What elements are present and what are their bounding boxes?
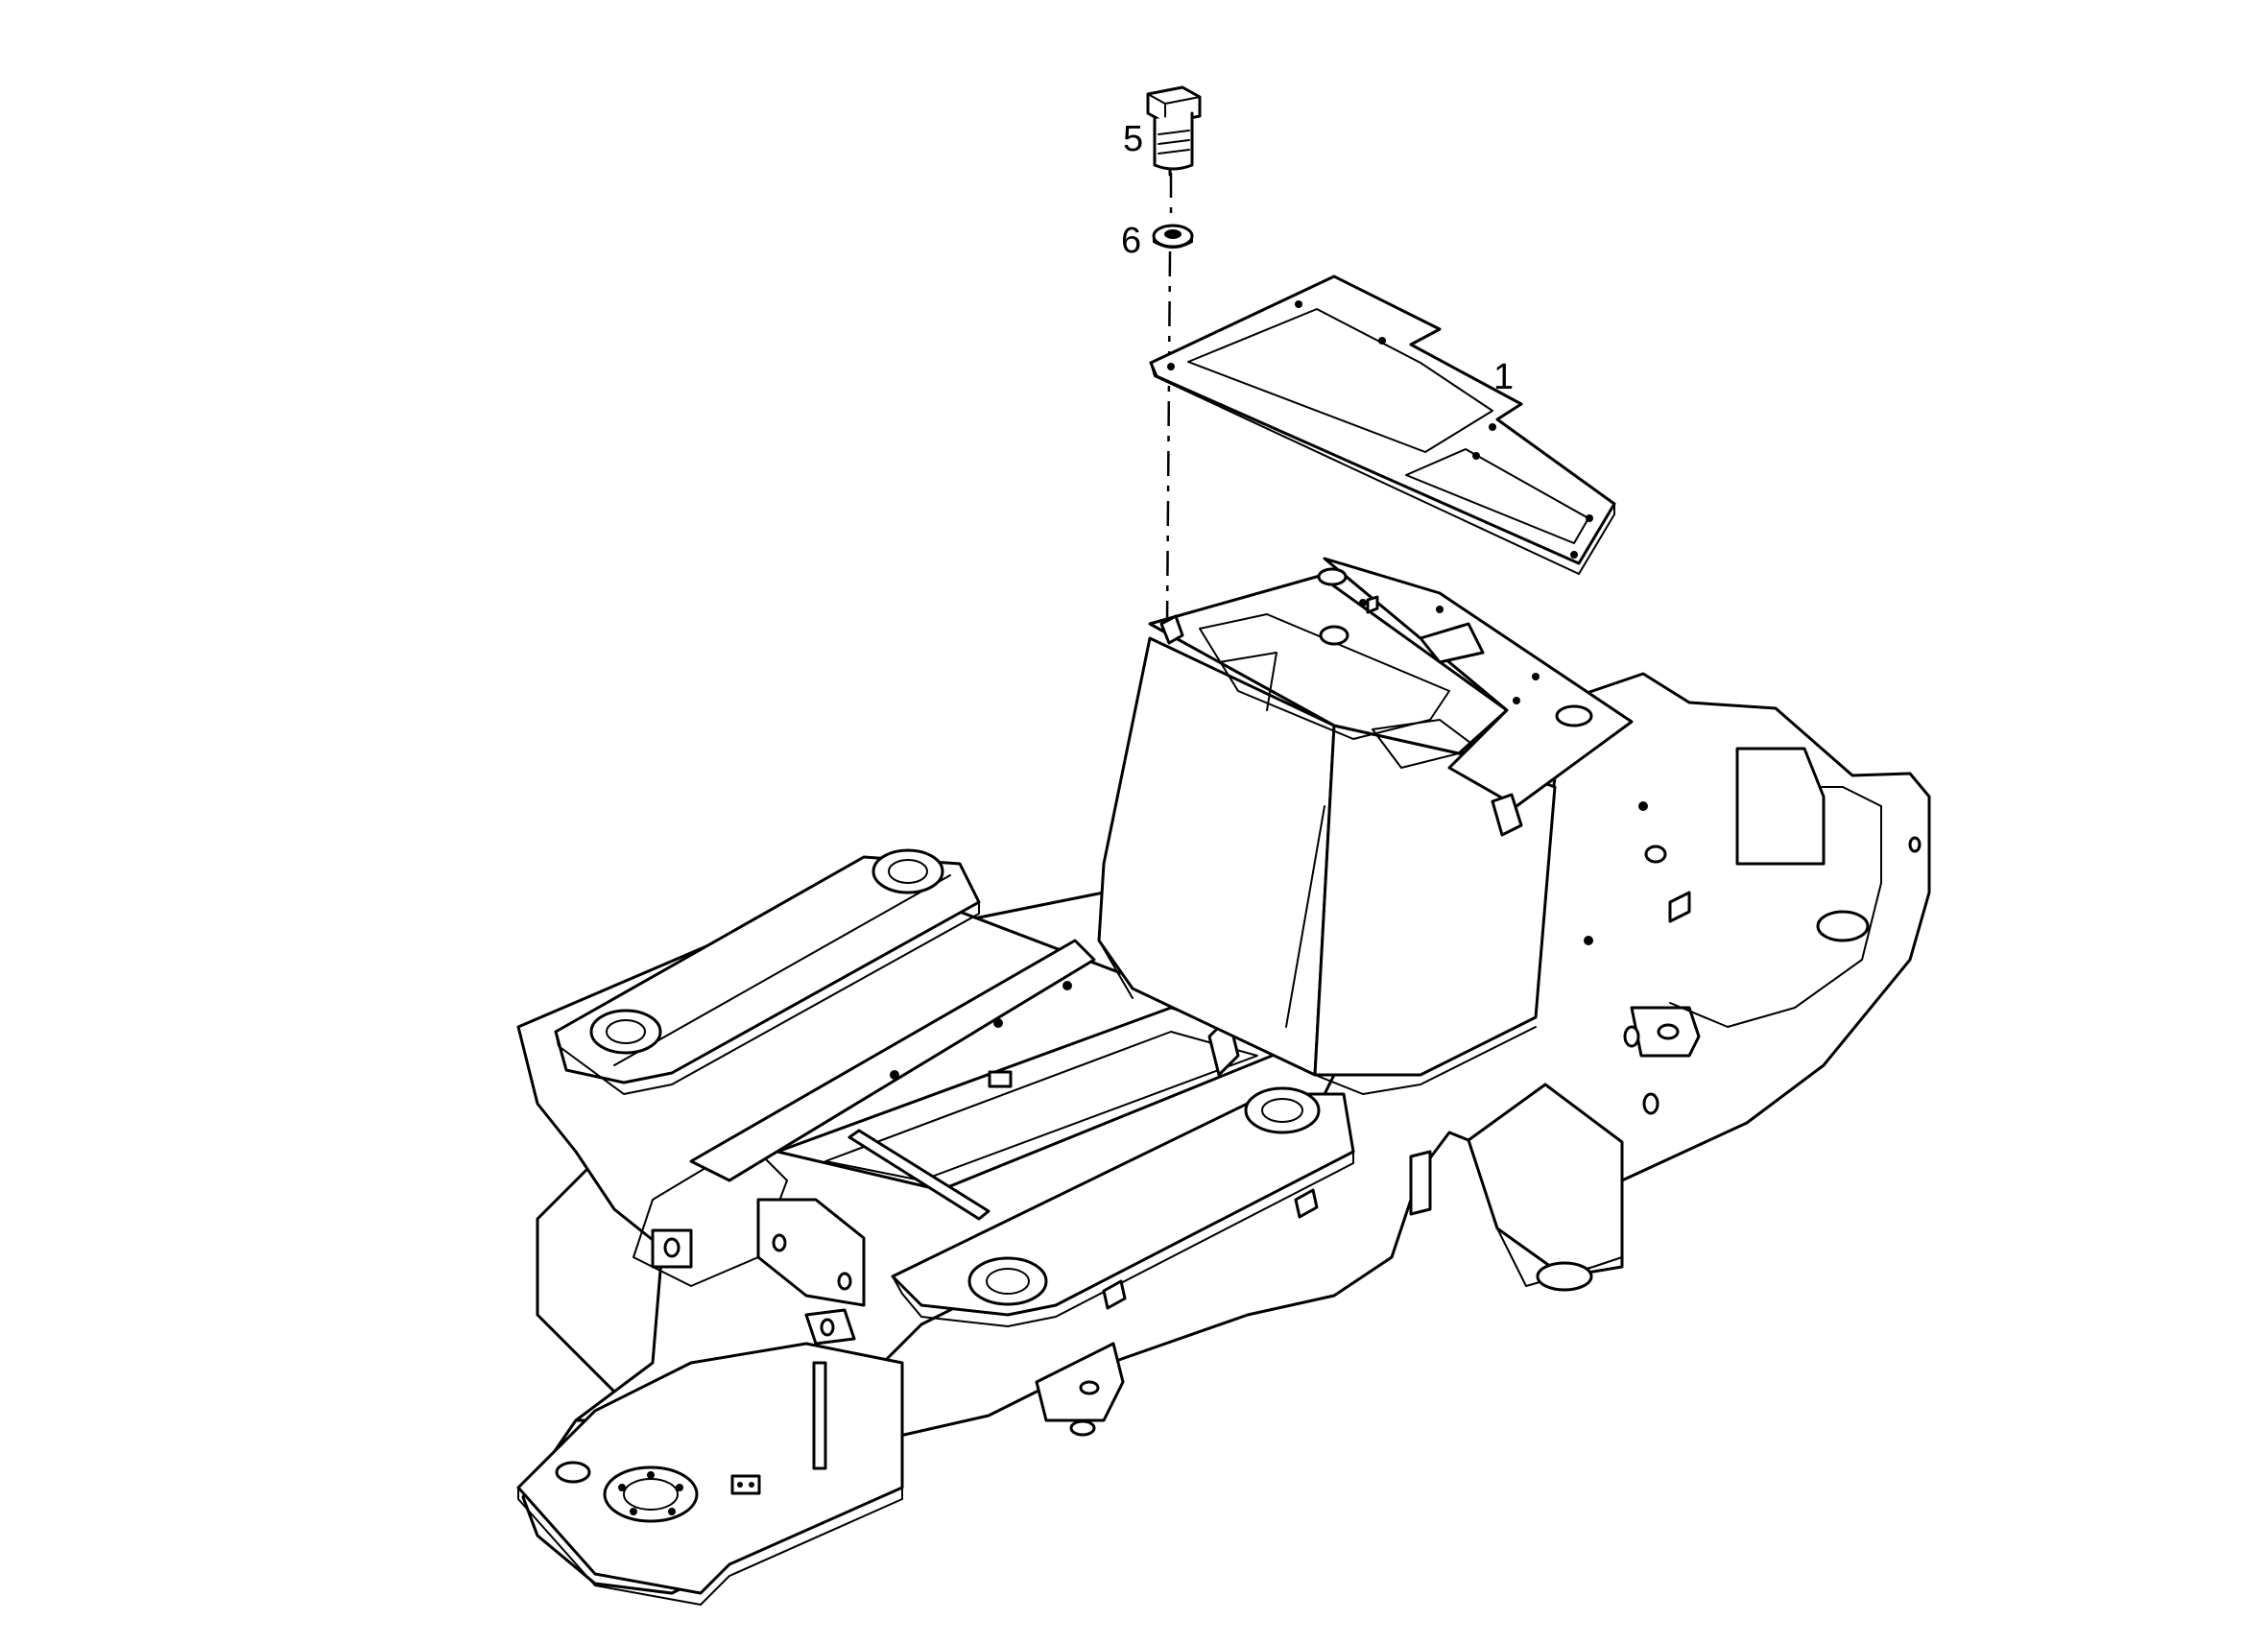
right-arm (891, 1086, 1355, 1327)
bolt-part-5 (1146, 85, 1202, 177)
tool-box (1097, 557, 1634, 1095)
callout-part-5: 5 (1123, 119, 1144, 159)
rear-mounts (1409, 747, 1922, 1292)
callout-part-1: 1 (1493, 357, 1515, 397)
assembly-centerline (1165, 173, 1173, 625)
washer-part-6 (1152, 224, 1194, 249)
center-rails (689, 939, 1298, 1221)
cover-plate-part-1 (1149, 274, 1616, 575)
front-brackets (651, 1198, 1125, 1470)
callout-part-6: 6 (1121, 221, 1142, 261)
left-arm (554, 848, 981, 1095)
